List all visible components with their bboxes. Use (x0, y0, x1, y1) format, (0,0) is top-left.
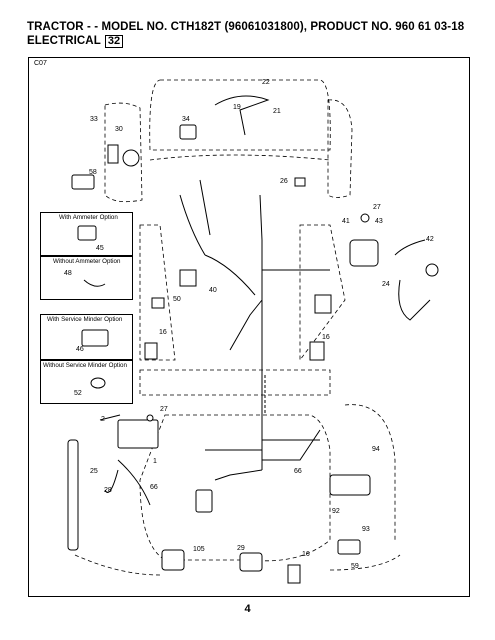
harness-rear (205, 429, 321, 461)
callout-26: 26 (280, 178, 288, 185)
harness-branch (179, 179, 256, 296)
part-30-key (122, 149, 140, 167)
battery-cable-neg (117, 459, 151, 506)
part-50-plug (151, 297, 165, 309)
page-number: 4 (244, 603, 251, 615)
cable-42 (394, 239, 426, 256)
main-harness (214, 194, 330, 481)
callout-92: 92 (332, 508, 340, 515)
part-42-terminal (425, 263, 439, 277)
diagram-frame (28, 57, 470, 597)
frame-right-outline (299, 224, 346, 362)
part-ignition-block (195, 489, 213, 513)
part-34-switch (179, 124, 197, 140)
minder-icon (81, 329, 109, 347)
header-title: TRACTOR - - MODEL NO. CTH182T (960610318… (27, 21, 465, 33)
callout-94: 94 (372, 446, 380, 453)
callout-27b: 27 (160, 406, 168, 413)
part-58-card (71, 174, 95, 190)
without-minder-title: Without Service Minder Option (43, 362, 127, 369)
part-16-left (144, 342, 158, 360)
part-16-bottom (287, 564, 301, 584)
callout-22: 22 (262, 79, 270, 86)
without-ammeter-box: Without Ammeter Option (40, 256, 133, 300)
callout-41: 41 (342, 218, 350, 225)
callout-21: 21 (273, 108, 281, 115)
part-regulator (314, 294, 332, 314)
fender-right-outline (344, 404, 396, 540)
seat-left-outline (104, 102, 143, 203)
hood-outline (149, 79, 331, 151)
part-16-right (309, 341, 325, 361)
callout-25: 25 (90, 468, 98, 475)
callout-29: 29 (237, 545, 245, 552)
callout-45: 45 (96, 245, 104, 252)
part-94-bracket (329, 474, 371, 496)
callout-16c: 16 (302, 551, 310, 558)
part-26-fuse (294, 177, 306, 187)
callout-58: 58 (89, 169, 97, 176)
without-minder-box: Without Service Minder Option (40, 360, 133, 404)
part-fuse-box (179, 269, 197, 287)
page-header: TRACTOR - - MODEL NO. CTH182T (960610318… (27, 20, 464, 48)
callout-66a: 66 (294, 468, 302, 475)
part-43-solenoid (349, 239, 379, 267)
with-ammeter-box: With Ammeter Option (40, 212, 133, 256)
callout-105: 105 (193, 546, 205, 553)
callout-19: 19 (233, 104, 241, 111)
callout-52: 52 (74, 390, 82, 397)
callout-28: 28 (104, 487, 112, 494)
callout-66b: 66 (150, 484, 158, 491)
dash-outline (149, 154, 331, 161)
deck-outline (139, 414, 331, 562)
callout-42: 42 (426, 236, 434, 243)
cable-28 (104, 469, 119, 493)
frame-left-outline (139, 224, 176, 361)
wire-48-icon (83, 279, 106, 287)
callout-16b: 16 (322, 334, 330, 341)
part-33-plug (107, 144, 119, 164)
part-25-sleeve (67, 439, 79, 551)
part-27-nut-b (146, 414, 154, 422)
callout-33: 33 (90, 116, 98, 123)
seat-right-outline (327, 99, 353, 198)
callout-1: 1 (153, 458, 157, 465)
callout-27a: 27 (373, 204, 381, 211)
callout-50: 50 (173, 296, 181, 303)
callout-34: 34 (182, 116, 190, 123)
ammeter-icon (77, 225, 97, 241)
callout-59: 59 (351, 563, 359, 570)
section-label: ELECTRICAL (27, 35, 101, 47)
with-ammeter-title: With Ammeter Option (59, 214, 118, 221)
part-59-module (337, 539, 361, 555)
rear-outline-right (329, 554, 401, 571)
harness-front (214, 95, 270, 136)
battery (117, 419, 159, 449)
part-27-nut-a (360, 213, 370, 223)
callout-2: 2 (101, 416, 105, 423)
callout-43: 43 (375, 218, 383, 225)
battery-cable-pos (99, 414, 121, 421)
cable-24 (398, 279, 431, 321)
callout-30: 30 (115, 126, 123, 133)
chassis-outline (139, 369, 331, 396)
callout-93: 93 (362, 526, 370, 533)
callout-16a: 16 (159, 329, 167, 336)
part-105-relay (161, 549, 185, 571)
without-ammeter-title: Without Ammeter Option (53, 258, 121, 265)
callout-48: 48 (64, 270, 72, 277)
rear-outline-left (74, 554, 161, 576)
callout-40: 40 (209, 287, 217, 294)
diagram-code: C07 (34, 60, 47, 67)
callout-46: 46 (76, 346, 84, 353)
callout-24: 24 (382, 281, 390, 288)
button-52-icon (90, 377, 106, 389)
part-29-switch (239, 552, 263, 572)
with-minder-title: With Service Minder Option (47, 316, 123, 323)
section-number: 32 (104, 34, 124, 48)
